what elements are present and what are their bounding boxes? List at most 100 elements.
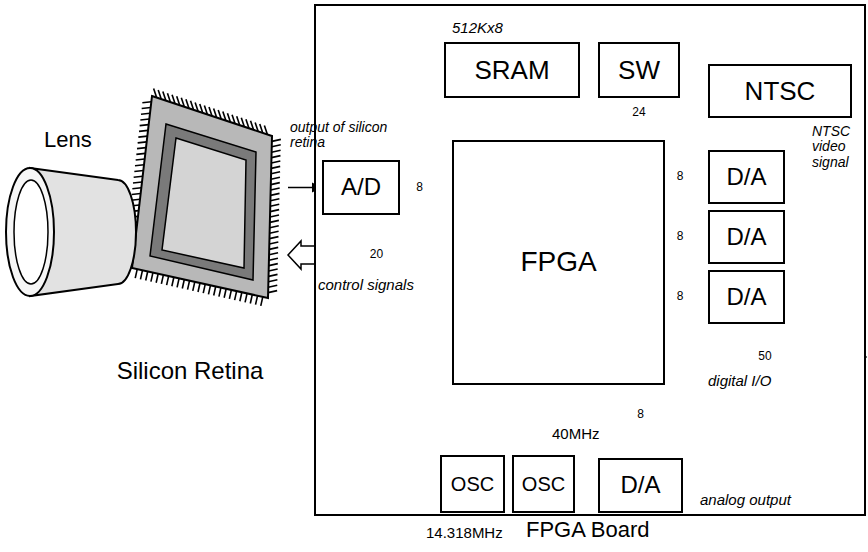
chip-pin bbox=[203, 284, 205, 293]
lens-illustration bbox=[6, 168, 136, 296]
chip-pin bbox=[268, 280, 277, 282]
chip-pin bbox=[142, 102, 151, 103]
chip-pin bbox=[270, 226, 279, 228]
chip-pin bbox=[193, 282, 195, 291]
chip-pin bbox=[229, 290, 231, 299]
chip-pin bbox=[135, 269, 137, 278]
chip-pin bbox=[270, 199, 279, 201]
chip-pin bbox=[240, 292, 242, 301]
chip-die bbox=[150, 124, 256, 280]
chip-pin bbox=[270, 204, 279, 206]
lens-part: Lens bbox=[0, 128, 132, 308]
chip-pin bbox=[182, 280, 184, 289]
lens-front bbox=[6, 168, 54, 296]
chip-pin bbox=[134, 176, 143, 177]
chip-pin bbox=[136, 159, 145, 160]
chip-pin bbox=[167, 276, 169, 285]
box-label: A/D bbox=[341, 174, 381, 200]
chip-pin bbox=[156, 274, 158, 283]
sensor-part: Silicon Retina bbox=[92, 88, 288, 384]
chip-pin bbox=[269, 258, 278, 260]
fpga-box: FPGA bbox=[452, 140, 665, 385]
box-caption: 40MHz bbox=[552, 426, 600, 443]
retina-chip bbox=[124, 89, 281, 306]
chip-pin bbox=[140, 270, 142, 279]
box-label: D/A bbox=[726, 224, 766, 250]
chip-pin bbox=[141, 113, 150, 114]
chip-pin bbox=[272, 139, 281, 141]
chip-pin bbox=[136, 153, 145, 154]
chip-pin bbox=[271, 166, 280, 168]
converter-box: D/A bbox=[708, 210, 785, 264]
chip-pin bbox=[132, 193, 141, 194]
converter-box: D/A bbox=[708, 150, 785, 204]
chip-pin bbox=[271, 156, 280, 158]
box-label: FPGA bbox=[520, 247, 596, 278]
chip-pin bbox=[270, 210, 279, 212]
chip-pin bbox=[271, 183, 280, 185]
switch-box: SW bbox=[598, 42, 680, 98]
memory-box: 512Kx8SRAM bbox=[444, 42, 580, 98]
chip-pin bbox=[268, 291, 277, 293]
box-label: SRAM bbox=[474, 56, 549, 85]
chip-pin bbox=[271, 172, 280, 174]
chip-pin bbox=[146, 271, 148, 280]
chip-pin bbox=[269, 274, 278, 276]
chip-pin bbox=[138, 142, 147, 143]
converter-box: D/A bbox=[598, 458, 683, 513]
chip-pin bbox=[198, 283, 200, 292]
chip-pin bbox=[271, 177, 280, 179]
chip-pins bbox=[124, 89, 281, 306]
converter-box: A/D bbox=[322, 160, 400, 215]
box-label: D/A bbox=[726, 164, 766, 190]
box-caption: 14.318MHz bbox=[426, 525, 503, 542]
chip-pin bbox=[140, 119, 149, 120]
box-label: SW bbox=[618, 56, 660, 85]
chip-pin bbox=[137, 148, 146, 149]
chip-pin bbox=[270, 231, 279, 233]
chip-pin bbox=[271, 188, 280, 190]
chip-pin bbox=[272, 150, 281, 152]
chip-pin bbox=[271, 161, 280, 163]
chip-pin bbox=[270, 220, 279, 222]
chip-frame bbox=[132, 96, 272, 298]
chip-pin bbox=[268, 285, 277, 287]
chip-pin bbox=[245, 293, 247, 302]
chip-pin bbox=[177, 278, 179, 287]
chip-pin bbox=[151, 273, 153, 282]
box-caption: Silicon Retina bbox=[92, 358, 288, 384]
chip-pin bbox=[140, 125, 149, 126]
box-label: OSC bbox=[522, 473, 565, 495]
chip-pin bbox=[161, 275, 163, 284]
chip-pin bbox=[139, 130, 148, 131]
box-label: D/A bbox=[620, 472, 660, 498]
chip-pin bbox=[261, 297, 263, 306]
lens-glass bbox=[14, 180, 48, 284]
box-caption: FPGA Board bbox=[526, 518, 650, 542]
chip-pin bbox=[250, 295, 252, 304]
chip-pin bbox=[256, 296, 258, 305]
chip-pin bbox=[269, 253, 278, 255]
box-caption: Lens bbox=[44, 128, 92, 152]
chip-pin bbox=[219, 288, 221, 297]
box-caption: 512Kx8 bbox=[452, 20, 503, 37]
chip-pin bbox=[208, 285, 210, 294]
chip-pin bbox=[235, 291, 237, 300]
box-label: NTSC bbox=[745, 77, 816, 106]
chip-pin bbox=[271, 193, 280, 195]
chip-pin bbox=[272, 145, 281, 147]
chip-pin bbox=[188, 281, 190, 290]
chip-pin bbox=[269, 237, 278, 239]
chip-pin bbox=[135, 165, 144, 166]
chip-pin bbox=[172, 277, 174, 286]
chip-pin bbox=[134, 171, 143, 172]
chip-pin bbox=[132, 188, 141, 189]
oscillator-box: OSC14.318MHz bbox=[440, 455, 505, 513]
chip-pin bbox=[269, 269, 278, 271]
chip-pin bbox=[224, 289, 226, 298]
chip-pin bbox=[133, 182, 142, 183]
box-label: D/A bbox=[726, 284, 766, 310]
board-outline: FPGA Board512Kx8SRAMSWNTSCA/DFPGAD/AD/AD… bbox=[314, 4, 866, 516]
oscillator-box: OSC40MHz bbox=[512, 455, 575, 513]
